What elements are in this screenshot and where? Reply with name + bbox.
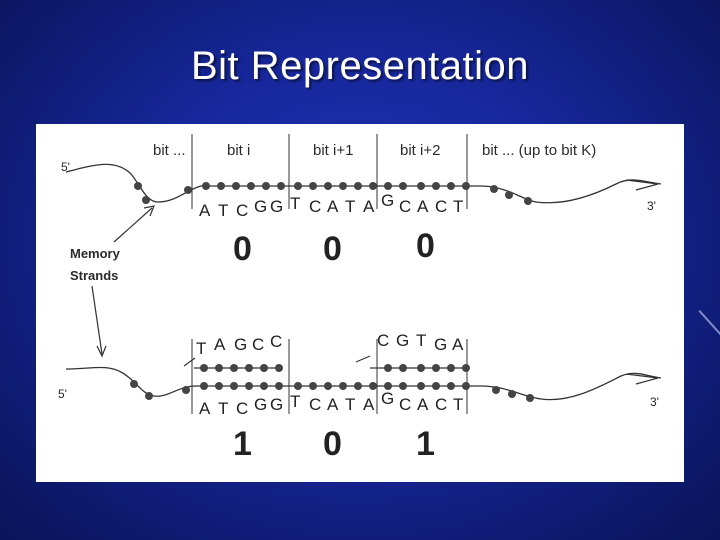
nucleotide: C (399, 395, 411, 414)
bit-header: bit i+2 (400, 142, 440, 159)
bottom-sequence: A T C G G T C A T A G C A C T (199, 389, 463, 418)
dna-figure-panel: bit ... bit i bit i+1 bit i+2 bit ... (u… (36, 124, 684, 482)
nucleotide: T (290, 392, 300, 411)
bottom-strand-line (65, 366, 662, 401)
bit-value: 0 (233, 230, 252, 268)
nucleotide: T (416, 331, 426, 350)
bit-value: 0 (323, 425, 342, 463)
memory-label-line1: Memory (70, 246, 121, 261)
nucleotide: G (434, 335, 447, 354)
nucleotide: A (199, 399, 211, 418)
nucleotide: C (399, 197, 411, 216)
nucleotide: C (270, 332, 282, 351)
bit-header: bit i+1 (313, 142, 353, 159)
nucleotide: A (363, 395, 375, 414)
nucleotide: G (254, 197, 267, 216)
sticker-left-sequence: T A G C C (196, 332, 282, 358)
bit-header: bit ... (153, 142, 186, 159)
nucleotide: A (327, 197, 339, 216)
dna-diagram: bit ... bit i bit i+1 bit i+2 bit ... (u… (58, 134, 662, 463)
nucleotide: G (381, 389, 394, 408)
nucleotide: T (453, 197, 463, 216)
bit-value: 1 (416, 425, 435, 463)
nucleotide: G (381, 191, 394, 210)
bit-header: bit i (227, 142, 250, 159)
nucleotide: A (417, 197, 429, 216)
sticker-end-icon (355, 355, 371, 363)
strand-end-5: 5' (58, 387, 67, 401)
top-strand-line (65, 163, 662, 204)
sticker-end-icon (183, 357, 196, 367)
memory-label-line2: Strands (70, 268, 118, 283)
nucleotide: T (218, 399, 228, 418)
top-strand-beads (134, 182, 532, 205)
pointer-arrow-icon (143, 205, 155, 217)
slide-title: Bit Representation (190, 44, 530, 88)
sticker-beads (384, 364, 470, 372)
nucleotide: C (309, 197, 321, 216)
strand-end-5: 5' (61, 160, 70, 174)
nucleotide: T (345, 197, 355, 216)
bit-value: 0 (323, 230, 342, 268)
nucleotide: G (396, 331, 409, 350)
nucleotide: C (377, 331, 389, 350)
pointer-arrow-icon (96, 345, 107, 358)
nucleotide: C (236, 399, 248, 418)
nucleotide: C (236, 201, 248, 220)
top-sequence: A T C G G T C A T A G C A C T (199, 191, 463, 220)
nucleotide: A (214, 335, 226, 354)
strand-end-3: 3' (650, 395, 659, 409)
nucleotide: A (417, 395, 429, 414)
nucleotide: G (234, 335, 247, 354)
nucleotide: A (363, 197, 375, 216)
nucleotide: T (218, 201, 228, 220)
nucleotide: C (309, 395, 321, 414)
decorative-line (698, 310, 720, 342)
nucleotide: G (270, 395, 283, 414)
bottom-strand-beads (130, 380, 534, 402)
bit-value: 1 (233, 425, 252, 463)
bit-header: bit ... (up to bit K) (482, 142, 596, 159)
nucleotide: A (452, 335, 464, 354)
sticker-beads (200, 364, 283, 372)
nucleotide: G (254, 395, 267, 414)
pointer-line (91, 285, 103, 355)
nucleotide: T (345, 395, 355, 414)
pointer-line (113, 207, 153, 243)
nucleotide: T (290, 194, 300, 213)
sticker-right-sequence: C G T G A (377, 331, 464, 354)
strand-arrow-icon (625, 373, 659, 385)
nucleotide: C (252, 335, 264, 354)
nucleotide: C (435, 197, 447, 216)
nucleotide: C (435, 395, 447, 414)
nucleotide: A (199, 201, 211, 220)
nucleotide: T (196, 339, 206, 358)
nucleotide: A (327, 395, 339, 414)
nucleotide: G (270, 197, 283, 216)
strand-end-3: 3' (647, 199, 656, 213)
nucleotide: T (453, 395, 463, 414)
bit-value: 0 (416, 227, 435, 265)
strand-arrow-icon (625, 179, 659, 191)
